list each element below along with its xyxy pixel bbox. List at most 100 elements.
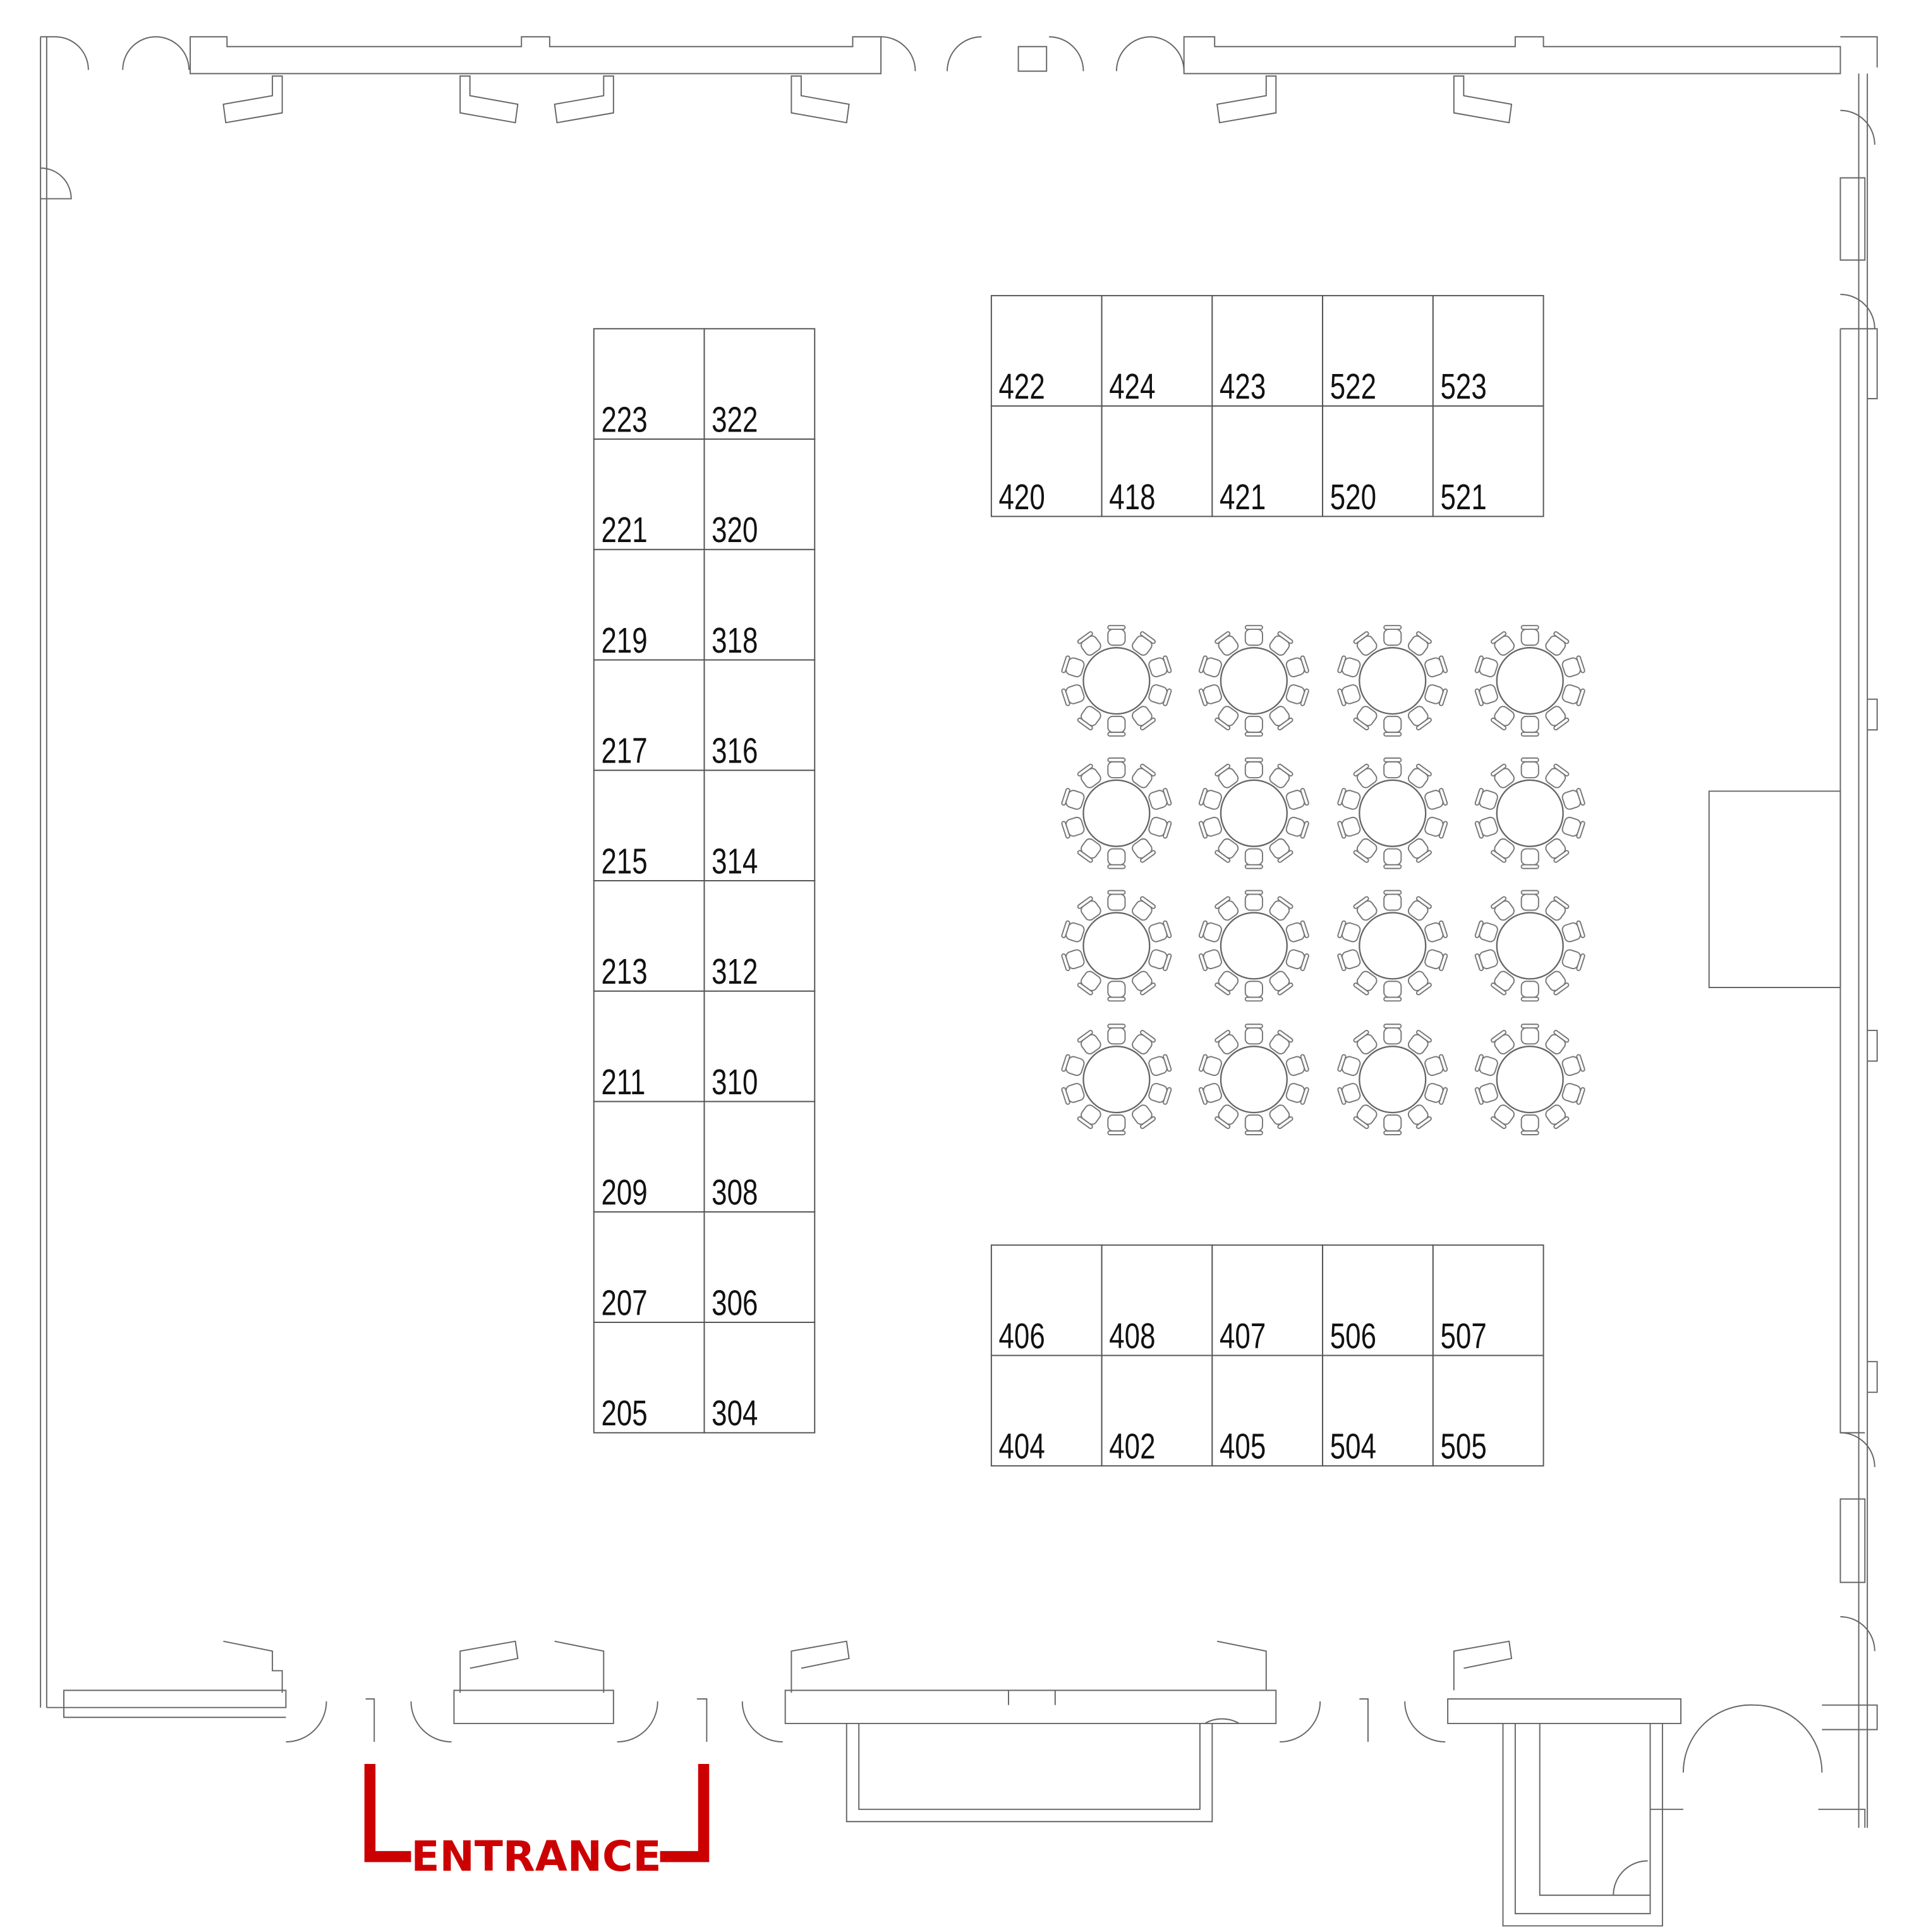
chair-icon [1148,920,1172,943]
booth-322[interactable]: 322 [703,328,816,440]
chair-icon [1285,655,1309,678]
round-table[interactable] [1474,625,1585,737]
round-table[interactable] [1061,757,1172,869]
chair-icon [1244,1023,1263,1045]
booth-523[interactable]: 523 [1432,294,1544,407]
booth-outline [1101,294,1213,407]
chair-icon [1383,981,1402,1002]
booth-outline [593,990,705,1102]
round-table[interactable] [1061,625,1172,737]
chair-icon [1407,838,1432,863]
chair-icon [1148,949,1172,972]
chair-icon [1198,949,1222,972]
booth-312[interactable]: 312 [703,880,816,992]
chair-icon [1337,949,1361,972]
booth-number: 520 [1330,476,1376,517]
booth-407[interactable]: 407 [1211,1244,1324,1356]
chair-icon [1077,706,1101,731]
booth-outline [1432,294,1544,407]
chair-icon [1353,970,1378,996]
round-table[interactable] [1198,625,1309,737]
booth-418[interactable]: 418 [1101,405,1213,517]
booth-504[interactable]: 504 [1322,1355,1434,1467]
booth-421[interactable]: 421 [1211,405,1324,517]
booth-number: 219 [601,620,647,661]
booth-405[interactable]: 405 [1211,1355,1324,1467]
booth-406[interactable]: 406 [990,1244,1103,1356]
chair-icon [1285,1083,1309,1105]
booth-number: 407 [1220,1316,1266,1356]
chair-icon [1474,684,1498,706]
round-table[interactable] [1198,757,1309,869]
round-table[interactable] [1337,757,1448,869]
chair-icon [1520,890,1539,911]
booth-506[interactable]: 506 [1322,1244,1434,1356]
chair-icon [1353,896,1378,921]
booth-number: 209 [601,1172,647,1212]
booth-205[interactable]: 205 [593,1322,705,1434]
chair-icon [1148,655,1172,678]
table-top [1359,1046,1427,1114]
booth-316[interactable]: 316 [703,659,816,771]
booth-outline [990,1244,1103,1356]
chair-icon [1424,1083,1448,1105]
booth-211[interactable]: 211 [593,990,705,1102]
chair-icon [1269,970,1293,996]
booth-522[interactable]: 522 [1322,294,1434,407]
booth-number: 423 [1220,366,1266,407]
booth-213[interactable]: 213 [593,880,705,992]
booth-505[interactable]: 505 [1432,1355,1544,1467]
round-table[interactable] [1474,757,1585,869]
round-table[interactable] [1061,890,1172,1002]
booth-507[interactable]: 507 [1432,1244,1544,1356]
round-table[interactable] [1198,890,1309,1002]
booth-306[interactable]: 306 [703,1211,816,1324]
booth-310[interactable]: 310 [703,990,816,1102]
round-table[interactable] [1198,1023,1309,1135]
booth-217[interactable]: 217 [593,659,705,771]
booth-308[interactable]: 308 [703,1101,816,1213]
booth-521[interactable]: 521 [1432,405,1544,517]
round-table[interactable] [1474,1023,1585,1135]
booth-423[interactable]: 423 [1211,294,1324,407]
booth-318[interactable]: 318 [703,548,816,661]
entrance-bracket-left [364,1764,411,1863]
booth-404[interactable]: 404 [990,1355,1103,1467]
round-table[interactable] [1061,1023,1172,1135]
chair-icon [1198,920,1222,943]
chair-icon [1424,788,1448,810]
round-table[interactable] [1337,1023,1448,1135]
booth-221[interactable]: 221 [593,438,705,550]
booth-424[interactable]: 424 [1101,294,1213,407]
chair-icon [1198,1054,1222,1077]
booth-320[interactable]: 320 [703,438,816,550]
booth-outline [1432,1244,1544,1356]
booth-219[interactable]: 219 [593,548,705,661]
booth-520[interactable]: 520 [1322,405,1434,517]
round-table[interactable] [1337,890,1448,1002]
round-table[interactable] [1337,625,1448,737]
booth-402[interactable]: 402 [1101,1355,1213,1467]
chair-icon [1407,706,1432,731]
booth-223[interactable]: 223 [593,328,705,440]
table-top [1359,646,1427,715]
booth-215[interactable]: 215 [593,770,705,882]
booth-420[interactable]: 420 [990,405,1103,517]
booth-304[interactable]: 304 [703,1322,816,1434]
chair-icon [1077,631,1101,656]
booth-207[interactable]: 207 [593,1211,705,1324]
chair-icon [1285,788,1309,810]
booth-209[interactable]: 209 [593,1101,705,1213]
table-top [1082,779,1151,847]
booth-314[interactable]: 314 [703,770,816,882]
round-table[interactable] [1474,890,1585,1002]
chair-icon [1545,1030,1570,1054]
chair-icon [1424,920,1448,943]
chair-icon [1474,1054,1498,1077]
booth-422[interactable]: 422 [990,294,1103,407]
booth-outline [1322,1355,1434,1467]
chair-icon [1407,631,1432,656]
chair-icon [1561,920,1585,943]
booth-408[interactable]: 408 [1101,1244,1213,1356]
